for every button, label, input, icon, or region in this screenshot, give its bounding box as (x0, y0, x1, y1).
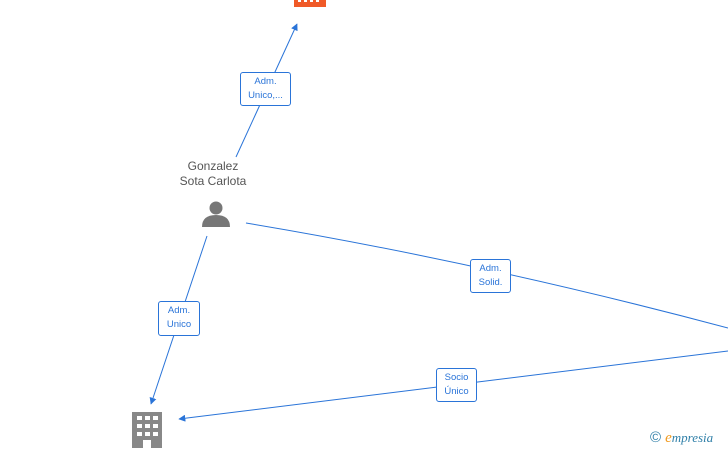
edge-label-line2: Solid. (478, 277, 503, 288)
brand-initial: e (665, 430, 672, 446)
edge-label-line2: Unico,... (248, 90, 283, 101)
edge-label-line2: Único (444, 386, 469, 397)
edge-label-line1: Adm. (167, 305, 191, 316)
brand-rest: mpresia (671, 430, 714, 445)
empresia-watermark: ©empresia (650, 429, 713, 447)
edge-label-line1: Adm. (254, 76, 277, 87)
person-name[interactable]: Gonzalez Sota Carlota (163, 159, 263, 189)
edge-label-line2: Unico (166, 319, 192, 330)
bottom-company-building-icon[interactable] (132, 412, 162, 448)
edge-label-line1: Adm. (479, 263, 502, 274)
person-icon[interactable] (202, 201, 230, 228)
edge-label-right-to-bottom[interactable]: Socio Único (436, 368, 477, 402)
person-name-line1: Gonzalez (187, 159, 239, 173)
top-company-building-icon[interactable] (294, 0, 326, 7)
edge-label-line1: Socio (444, 372, 469, 383)
edge-label-to-top-company[interactable]: Adm. Unico,... (240, 72, 291, 106)
edge-label-to-bottom-company[interactable]: Adm. Unico (158, 301, 200, 336)
copyright-symbol: © (650, 429, 662, 446)
person-name-line2: Sota Carlota (179, 174, 247, 188)
edge-label-to-right-company[interactable]: Adm. Solid. (470, 259, 511, 293)
